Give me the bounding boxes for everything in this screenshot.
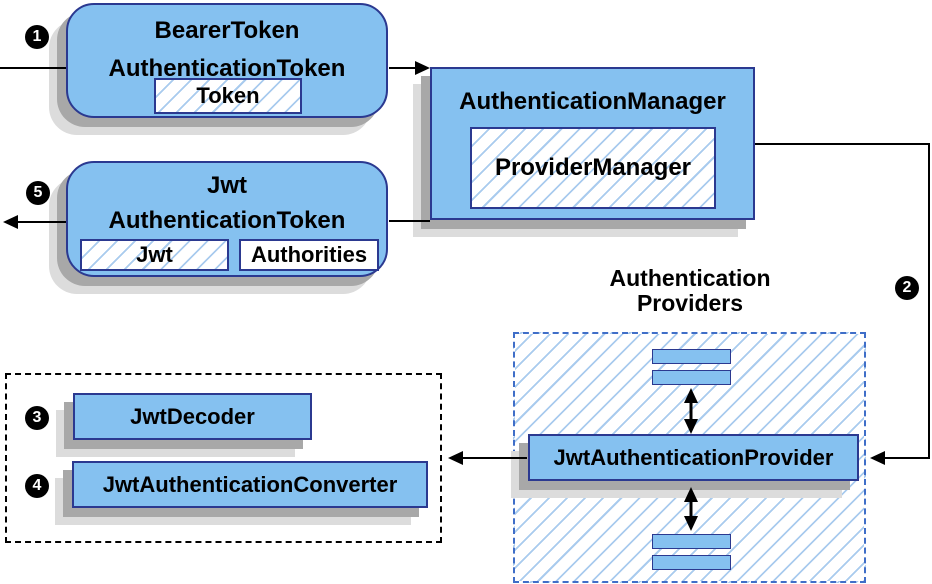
jwt-authentication-provider-node: JwtAuthenticationProvider bbox=[528, 434, 859, 481]
provider-manager-chip-label: ProviderManager bbox=[494, 154, 692, 181]
step-4-badge: 4 bbox=[25, 474, 49, 498]
step-1-badge: 1 bbox=[25, 25, 49, 49]
other-provider-bar bbox=[652, 555, 731, 570]
step-2-badge: 2 bbox=[895, 276, 919, 300]
authentication-providers-label: Authentication Providers bbox=[555, 266, 825, 316]
token-chip-label: Token bbox=[196, 83, 260, 108]
other-provider-bar bbox=[652, 349, 731, 364]
bearer-token-authentication-token-node: BearerToken AuthenticationToken Token bbox=[66, 3, 388, 118]
jwt-token-outgoing-arrow bbox=[3, 215, 66, 229]
bearer-token-title-line1: BearerToken bbox=[154, 17, 300, 44]
jwt-token-title-line1: Jwt bbox=[206, 172, 247, 199]
jwt-chip-label: Jwt bbox=[136, 242, 173, 267]
jwt-decoder-node: JwtDecoder bbox=[73, 393, 312, 440]
other-provider-bar bbox=[652, 534, 731, 549]
jwt-authentication-provider-label: JwtAuthenticationProvider bbox=[553, 444, 834, 470]
jwt-authentication-token-node: Jwt AuthenticationToken Jwt Authorities bbox=[66, 161, 388, 277]
jwt-decoder-label: JwtDecoder bbox=[130, 403, 255, 429]
provider-manager-chip: ProviderManager bbox=[470, 127, 716, 209]
providers-label-line2: Providers bbox=[636, 290, 744, 316]
authentication-manager-title: AuthenticationManager bbox=[459, 88, 726, 115]
step-3-badge: 3 bbox=[25, 406, 49, 430]
providers-label-line1: Authentication bbox=[609, 265, 771, 291]
step-5-badge: 5 bbox=[26, 181, 50, 205]
jwt-chip: Jwt bbox=[80, 239, 229, 271]
authorities-chip-label: Authorities bbox=[250, 242, 368, 267]
bearer-token-title-line2: AuthenticationToken bbox=[108, 55, 346, 82]
jwt-authentication-converter-label: JwtAuthenticationConverter bbox=[102, 471, 398, 497]
decoder-converter-group bbox=[5, 373, 442, 543]
jwt-token-title-line2: AuthenticationToken bbox=[108, 207, 346, 234]
authorities-chip: Authorities bbox=[239, 239, 379, 271]
other-provider-bar bbox=[652, 370, 731, 385]
authentication-manager-node: AuthenticationManager ProviderManager bbox=[430, 67, 755, 220]
bearer-to-manager-arrow bbox=[389, 61, 430, 75]
jwt-authentication-converter-node: JwtAuthenticationConverter bbox=[72, 461, 428, 508]
token-chip: Token bbox=[154, 78, 302, 114]
